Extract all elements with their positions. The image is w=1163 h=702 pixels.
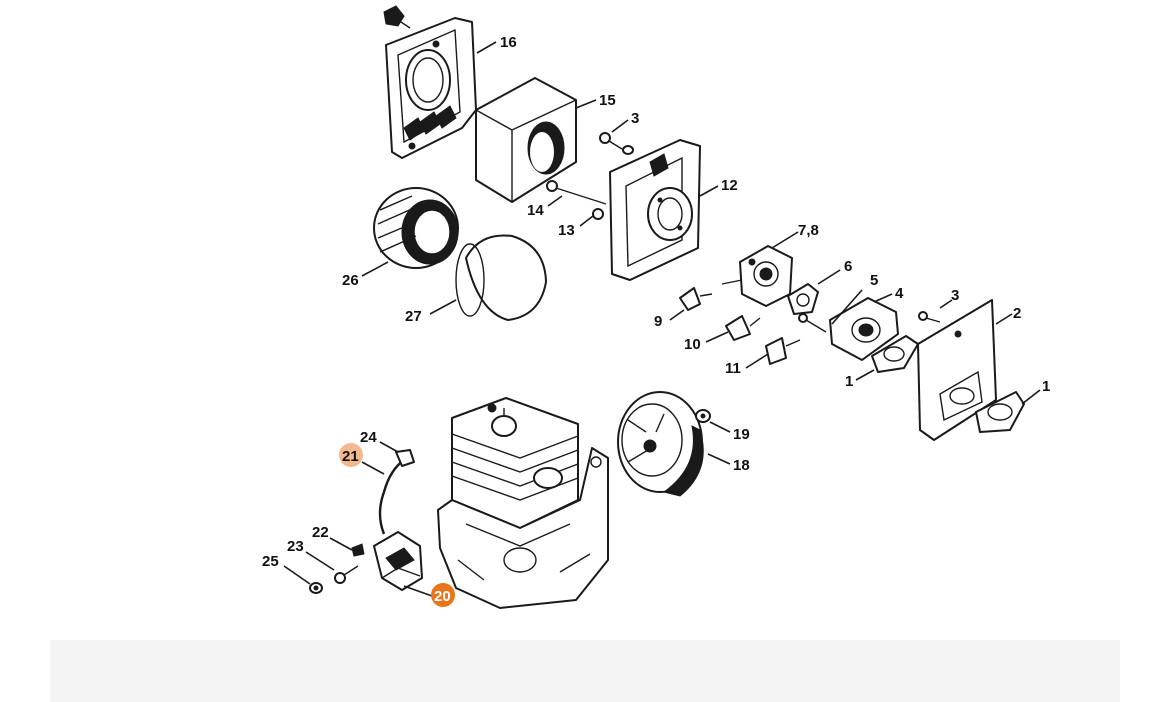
gasket-1-right[interactable] [975,391,1025,433]
air-filter-element[interactable] [373,187,459,269]
throttle-part-10[interactable] [725,315,761,341]
gasket-1-middle[interactable] [871,335,919,373]
choke-part-9[interactable] [679,287,713,311]
cover-knob[interactable] [383,5,411,29]
part-label-5[interactable]: 5 [870,272,878,289]
air-filter-cover[interactable] [385,17,477,159]
part-label-1-right[interactable]: 1 [1042,378,1050,395]
part-number-labels: 16 15 3 12 14 13 26 27 7,8 6 5 4 3 2 9 1… [262,34,1050,605]
part-label-15[interactable]: 15 [599,92,616,109]
carburetor-box-cover[interactable] [609,139,701,281]
spark-plug-lead[interactable] [378,449,415,535]
flywheel[interactable] [617,391,704,497]
filter-sleeve[interactable] [455,234,547,321]
part-label-25[interactable]: 25 [262,553,279,570]
part-label-26[interactable]: 26 [342,272,359,289]
part-label-23[interactable]: 23 [287,538,304,555]
part-label-20[interactable]: 20 [434,588,451,605]
part-label-3-right[interactable]: 3 [951,287,959,304]
intake-flange[interactable] [829,297,899,361]
screw-5[interactable] [798,313,827,333]
screw-23[interactable] [334,565,359,584]
washer-25[interactable] [309,582,323,594]
nut-13[interactable] [592,208,604,220]
long-bolt-14[interactable] [546,180,607,205]
part-label-11[interactable]: 11 [725,360,741,377]
heat-shield[interactable] [917,299,997,441]
carburetor[interactable] [721,245,793,307]
hover-highlight-21 [339,443,363,467]
part-label-22[interactable]: 22 [312,524,329,541]
selected-highlight-20 [431,583,455,607]
leader-lines [283,41,1041,597]
part-label-12[interactable]: 12 [721,177,738,194]
part-label-13[interactable]: 13 [558,222,575,239]
engine-crankcase[interactable] [437,447,609,609]
part-label-27[interactable]: 27 [405,308,422,325]
part-label-9[interactable]: 9 [654,313,662,330]
gasket-6[interactable] [787,283,819,315]
part-label-16[interactable]: 16 [500,34,517,51]
screw-3-upper[interactable] [599,132,634,155]
part-label-4[interactable]: 4 [895,285,904,302]
part-label-18[interactable]: 18 [733,457,750,474]
engine-cylinder[interactable] [451,397,579,529]
part-label-24[interactable]: 24 [360,429,377,446]
filter-block[interactable] [475,77,577,203]
part-label-2[interactable]: 2 [1013,305,1021,322]
lever-part-11[interactable] [765,337,801,365]
part-label-21[interactable]: 21 [342,448,359,465]
part-label-19[interactable]: 19 [733,426,750,443]
part-label-6[interactable]: 6 [844,258,852,275]
part-label-1-middle[interactable]: 1 [845,373,853,390]
part-label-3-upper[interactable]: 3 [631,110,639,127]
flywheel-nut-19[interactable] [695,409,711,423]
screw-3-right[interactable] [918,311,941,323]
part-label-14[interactable]: 14 [527,202,544,219]
ignition-module[interactable] [373,531,423,591]
washer-22[interactable] [351,543,365,557]
part-label-7-8[interactable]: 7,8 [798,222,819,239]
part-label-10[interactable]: 10 [684,336,701,353]
background-band [50,640,1120,702]
